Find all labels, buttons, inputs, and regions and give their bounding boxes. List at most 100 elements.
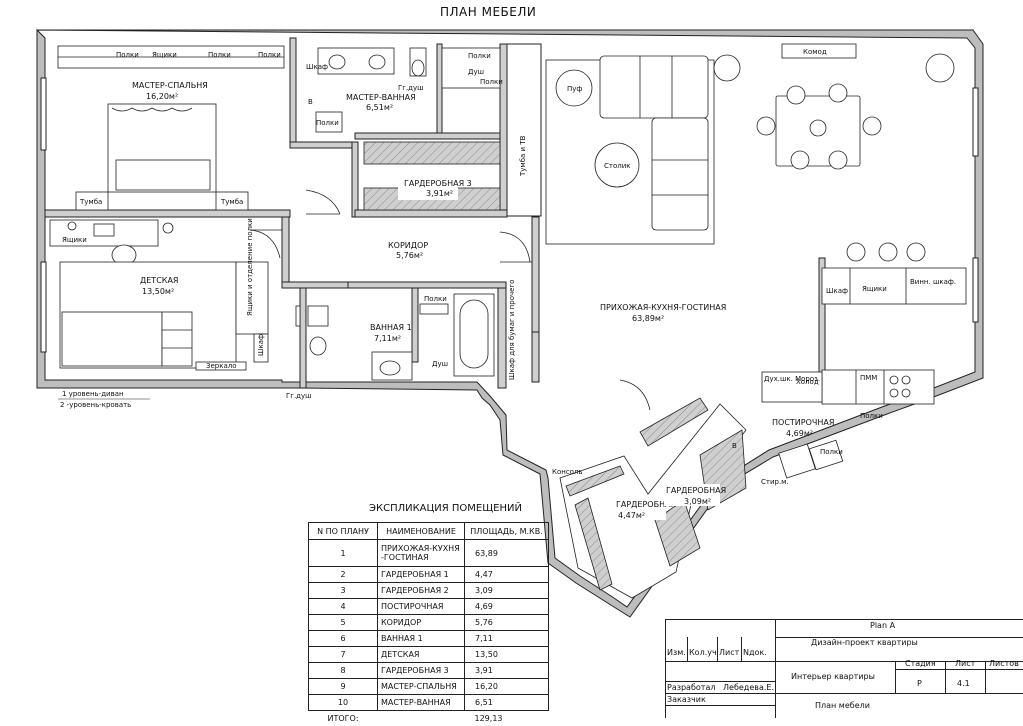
living-area bbox=[546, 44, 860, 244]
stamp-plan-name: План мебели bbox=[815, 701, 870, 711]
label-drawers: Ящики bbox=[62, 236, 87, 244]
table-row: 5 КОРИДОР 5,76 bbox=[309, 615, 549, 631]
room-master-bath-name: МАСТЕР-ВАННАЯ bbox=[346, 93, 416, 102]
room-wardrobe2-name: ГАРДЕРОБНАЯ bbox=[666, 486, 726, 495]
label-wine-cabinet: Винн. шкаф. bbox=[910, 278, 956, 286]
table-row: 9 МАСТЕР-СПАЛЬНЯ 16,20 bbox=[309, 679, 549, 695]
label-shelf: Полки bbox=[860, 412, 883, 420]
label-console: Консоль bbox=[552, 468, 583, 476]
room-kids-name: ДЕТСКАЯ bbox=[140, 276, 179, 285]
table-row: 6 ВАННАЯ 1 7,11 bbox=[309, 631, 549, 647]
stamp-izm: Изм. bbox=[667, 648, 686, 658]
row-number: 7 bbox=[309, 647, 378, 663]
col-header-area: ПЛОЩАДЬ, М.КВ. bbox=[465, 523, 549, 540]
room-wardrobe1-area: 4,47м² bbox=[618, 511, 645, 520]
label-shower: Душ bbox=[432, 360, 448, 368]
label-shelf: Полки bbox=[316, 119, 339, 127]
table-row: 8 ГАРДЕРОБНАЯ 3 3,91 bbox=[309, 663, 549, 679]
total-spacer bbox=[378, 711, 465, 726]
table-header-row: N ПО ПЛАНУ НАИМЕНОВАНИЕ ПЛОЩАДЬ, М.КВ. bbox=[309, 523, 549, 540]
room-master-bedroom-name: МАСТЕР-СПАЛЬНЯ bbox=[132, 81, 208, 90]
row-area: 3,91 bbox=[465, 663, 549, 679]
label-mirror: Зеркало bbox=[206, 362, 237, 370]
row-name: ПРИХОЖАЯ-КУХНЯ -ГОСТИНАЯ bbox=[378, 540, 465, 567]
row-number: 8 bbox=[309, 663, 378, 679]
row-name: ВАННАЯ 1 bbox=[378, 631, 465, 647]
total-label: ИТОГО: bbox=[309, 711, 378, 726]
label-paper-cab: Шкаф для бумаг и прочего bbox=[508, 280, 516, 380]
row-area: 13,50 bbox=[465, 647, 549, 663]
label-coffee-table: Столик bbox=[604, 162, 631, 170]
stamp-ndok: Nдок. bbox=[743, 648, 767, 658]
row-name: МАСТЕР-ВАННАЯ bbox=[378, 695, 465, 711]
row-number: 10 bbox=[309, 695, 378, 711]
stamp-client: Заказчик bbox=[667, 695, 706, 705]
page-title: ПЛАН МЕБЕЛИ bbox=[440, 5, 536, 19]
label-shoe-cab: Дух.шк. Мороз. bbox=[764, 375, 820, 383]
label-wardrobe: Шкаф bbox=[257, 334, 265, 356]
label-shelf: Полки bbox=[208, 51, 231, 59]
room-master-bath-area: 6,51м² bbox=[366, 103, 393, 112]
row-name: ГАРДЕРОБНАЯ 3 bbox=[378, 663, 465, 679]
room-laundry-name: ПОСТИРОЧНАЯ bbox=[772, 418, 834, 427]
room-bath1-name: ВАННАЯ 1 bbox=[370, 323, 412, 332]
row-area: 63,89 bbox=[465, 540, 549, 567]
stamp-stage: Р bbox=[917, 679, 922, 689]
stamp-sheets-header: Листов bbox=[989, 659, 1019, 669]
row-name: КОРИДОР bbox=[378, 615, 465, 631]
row-name: ДЕТСКАЯ bbox=[378, 647, 465, 663]
row-name: МАСТЕР-СПАЛЬНЯ bbox=[378, 679, 465, 695]
stamp-list: Лист bbox=[719, 648, 739, 658]
stamp-developed: Разработал bbox=[667, 683, 715, 693]
label-shelf: Полки bbox=[116, 51, 139, 59]
label-kids-drawers: Ящики и отделение полки bbox=[246, 218, 254, 316]
row-name: ГАРДЕРОБНАЯ 1 bbox=[378, 567, 465, 583]
row-number: 6 bbox=[309, 631, 378, 647]
label-door: В bbox=[308, 98, 313, 106]
label-door: В bbox=[732, 442, 737, 450]
label-shelf: Полки bbox=[258, 51, 281, 59]
explication-table: N ПО ПЛАНУ НАИМЕНОВАНИЕ ПЛОЩАДЬ, М.КВ. 1… bbox=[308, 522, 549, 726]
row-area: 6,51 bbox=[465, 695, 549, 711]
row-area: 7,11 bbox=[465, 631, 549, 647]
stamp-author: Лебедева.Е. bbox=[723, 683, 774, 693]
room-wardrobe3-name: ГАРДЕРОБНАЯ 3 bbox=[404, 179, 472, 188]
label-shelf: Полки bbox=[820, 448, 843, 456]
room-laundry-area: 4,69м² bbox=[786, 429, 813, 438]
label-tv-stand: Тумба и ТВ bbox=[519, 135, 527, 177]
table-row: 2 ГАРДЕРОБНАЯ 1 4,47 bbox=[309, 567, 549, 583]
stamp-plan: Plan A bbox=[870, 621, 895, 631]
label-drawers: Ящики bbox=[152, 51, 177, 59]
room-wardrobe3-area: 3,91м² bbox=[426, 189, 453, 198]
row-area: 3,09 bbox=[465, 583, 549, 599]
label-handshower: Гг.душ bbox=[398, 84, 424, 92]
stamp-stage-header: Стадия bbox=[905, 659, 936, 669]
label-level-2: 2 -уровень-кровать bbox=[60, 401, 131, 409]
stamp-project: Дизайн-проект квартиры bbox=[811, 638, 918, 648]
row-number: 9 bbox=[309, 679, 378, 695]
table-row: 10 МАСТЕР-ВАННАЯ 6,51 bbox=[309, 695, 549, 711]
label-shower: Душ bbox=[468, 68, 484, 76]
table-row: 7 ДЕТСКАЯ 13,50 bbox=[309, 647, 549, 663]
row-number: 1 bbox=[309, 540, 378, 567]
title-block: Plan A Дизайн-проект квартиры Изм. Кол.у… bbox=[665, 619, 1023, 718]
room-corridor-name: КОРИДОР bbox=[388, 241, 428, 250]
master-bedroom bbox=[58, 46, 284, 210]
room-living-area: 63,89м² bbox=[632, 314, 664, 323]
row-name: ГАРДЕРОБНАЯ 2 bbox=[378, 583, 465, 599]
stamp-sheet: 4.1 bbox=[957, 679, 970, 689]
table-row: 3 ГАРДЕРОБНАЯ 2 3,09 bbox=[309, 583, 549, 599]
stamp-sheet-header: Лист bbox=[955, 659, 975, 669]
room-corridor-area: 5,76м² bbox=[396, 251, 423, 260]
label-dishwasher: ПММ bbox=[860, 374, 877, 382]
label-drawers: Ящики bbox=[862, 285, 887, 293]
room-living-name: ПРИХОЖАЯ-КУХНЯ-ГОСТИНАЯ bbox=[600, 303, 726, 312]
label-nightstand: Тумба bbox=[79, 198, 102, 206]
label-wardrobe: Шкаф bbox=[306, 63, 328, 71]
room-kids-area: 13,50м² bbox=[142, 287, 174, 296]
label-dresser: Комод bbox=[803, 48, 827, 56]
row-number: 4 bbox=[309, 599, 378, 615]
table-row: 4 ПОСТИРОЧНАЯ 4,69 bbox=[309, 599, 549, 615]
total-value: 129,13 bbox=[465, 711, 549, 726]
room-master-bedroom-area: 16,20м² bbox=[146, 92, 178, 101]
